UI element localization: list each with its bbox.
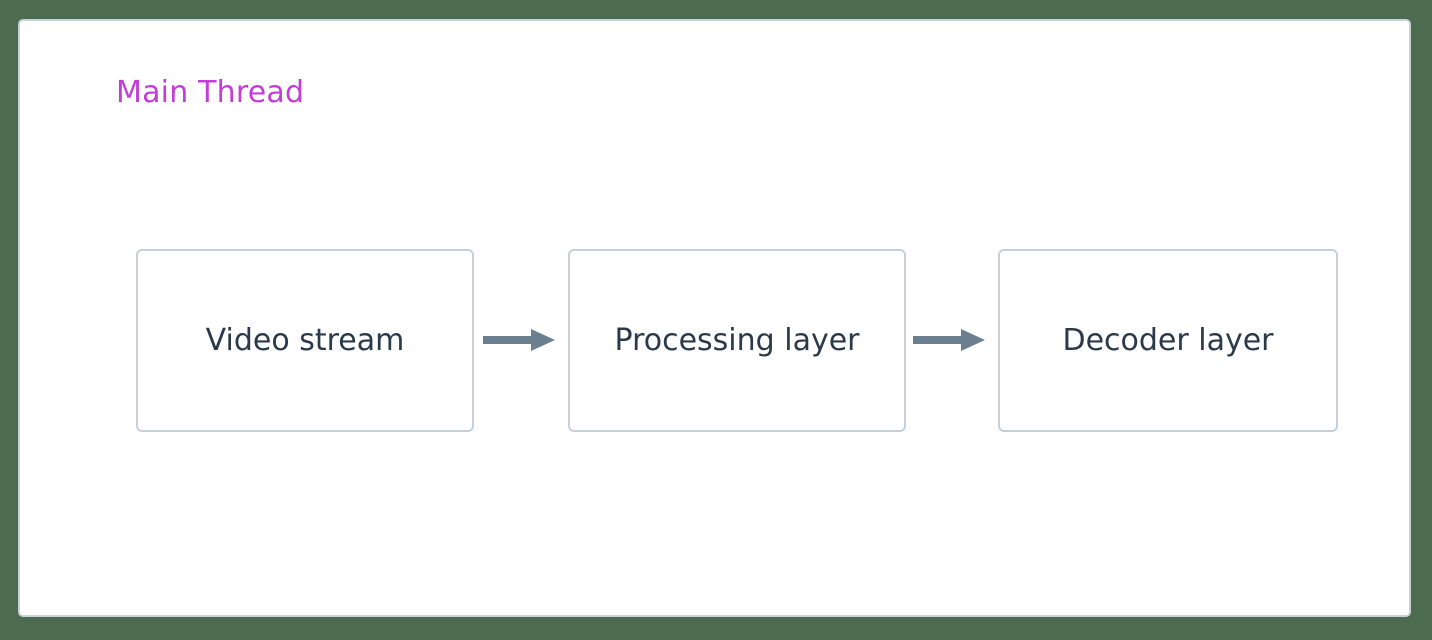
main-thread-container: Main Thread Video stream Processing laye… <box>18 19 1411 617</box>
flow-node-processing-layer[interactable]: Processing layer <box>568 249 906 432</box>
flow-node-video-stream[interactable]: Video stream <box>136 249 474 432</box>
arrow-right-icon-edge-0 <box>481 324 557 356</box>
flow-node-label: Decoder layer <box>1062 322 1274 358</box>
flow-node-label: Processing layer <box>614 322 860 358</box>
flow-node-decoder-layer[interactable]: Decoder layer <box>998 249 1338 432</box>
arrow-right-icon-edge-1 <box>911 324 987 356</box>
flow-node-label: Video stream <box>205 322 405 358</box>
subgraph-title-main-thread: Main Thread <box>116 75 305 110</box>
